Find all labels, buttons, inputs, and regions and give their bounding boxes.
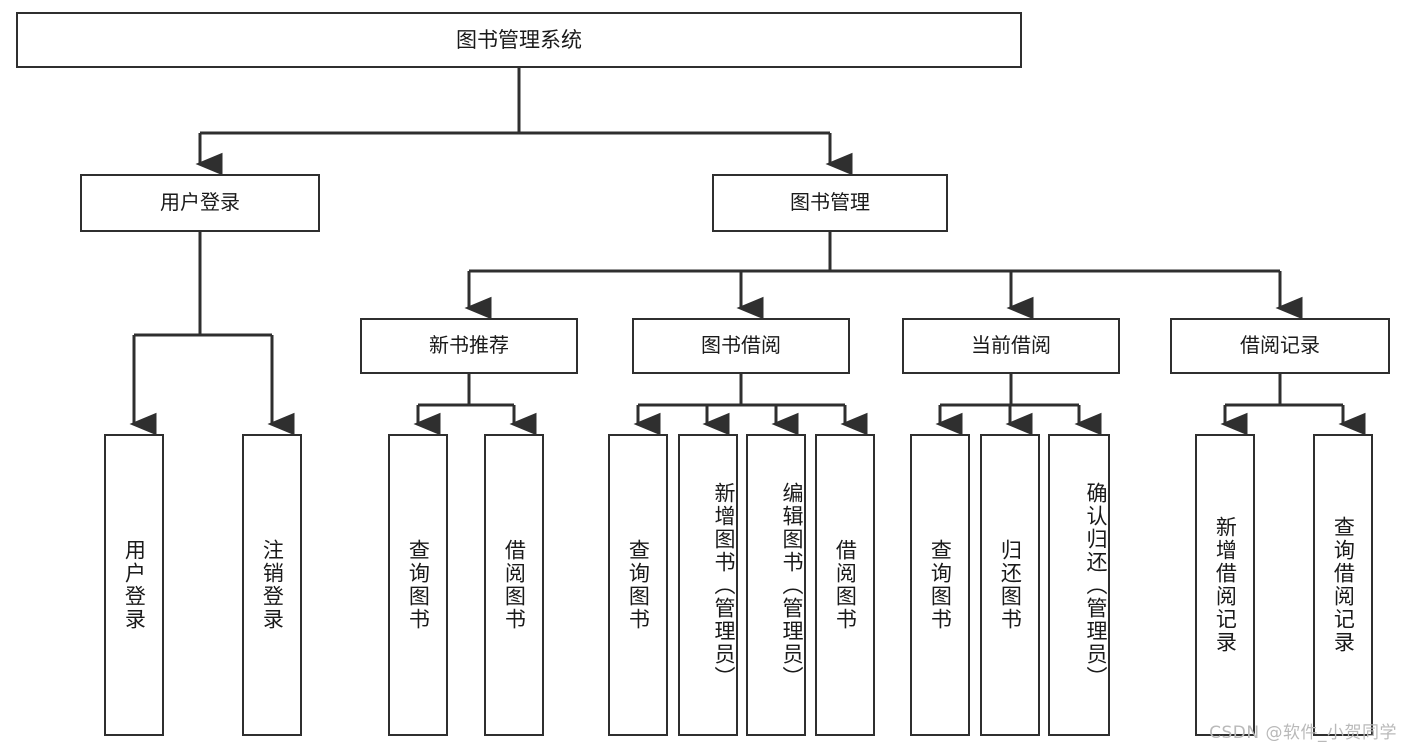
node-label: 确认归还（管理员） <box>1084 481 1108 689</box>
node-root-system[interactable]: 图书管理系统 <box>16 12 1022 68</box>
node-leaf-borrow-book[interactable]: 借阅图书 <box>815 434 875 736</box>
node-leaf-borrow-book-recommend[interactable]: 借阅图书 <box>484 434 544 736</box>
node-label: 新增图书（管理员） <box>712 481 736 689</box>
node-label: 借阅图书 <box>833 539 858 631</box>
node-book-borrow[interactable]: 图书借阅 <box>632 318 850 374</box>
node-label: 借阅记录 <box>1240 333 1320 358</box>
node-label: 归还图书 <box>998 539 1023 631</box>
node-leaf-edit-book-admin[interactable]: 编辑图书（管理员） <box>746 434 806 736</box>
node-leaf-query-book-recommend[interactable]: 查询图书 <box>388 434 448 736</box>
node-user-login[interactable]: 用户登录 <box>80 174 320 232</box>
node-leaf-user-logout[interactable]: 注销登录 <box>242 434 302 736</box>
node-label: 查询图书 <box>626 539 651 631</box>
node-label: 用户登录 <box>122 539 147 631</box>
node-borrow-record[interactable]: 借阅记录 <box>1170 318 1390 374</box>
node-label: 图书借阅 <box>701 333 781 358</box>
node-leaf-query-book-borrow[interactable]: 查询图书 <box>608 434 668 736</box>
node-label: 编辑图书（管理员） <box>780 481 804 689</box>
node-label: 当前借阅 <box>971 333 1051 358</box>
node-label: 新书推荐 <box>429 333 509 358</box>
node-leaf-user-login[interactable]: 用户登录 <box>104 434 164 736</box>
node-current-borrow[interactable]: 当前借阅 <box>902 318 1120 374</box>
node-leaf-confirm-return-admin[interactable]: 确认归还（管理员） <box>1048 434 1110 736</box>
node-new-book-recommend[interactable]: 新书推荐 <box>360 318 578 374</box>
node-label: 借阅图书 <box>502 539 527 631</box>
node-leaf-query-book-current[interactable]: 查询图书 <box>910 434 970 736</box>
node-label: 图书管理 <box>790 190 870 215</box>
node-label: 查询借阅记录 <box>1331 516 1356 654</box>
node-leaf-add-borrow-record[interactable]: 新增借阅记录 <box>1195 434 1255 736</box>
node-label: 注销登录 <box>260 539 285 631</box>
node-label: 用户登录 <box>160 190 240 215</box>
node-label: 查询图书 <box>928 539 953 631</box>
node-book-management[interactable]: 图书管理 <box>712 174 948 232</box>
node-leaf-query-borrow-record[interactable]: 查询借阅记录 <box>1313 434 1373 736</box>
node-label: 图书管理系统 <box>456 27 582 52</box>
node-label: 查询图书 <box>406 539 431 631</box>
node-leaf-add-book-admin[interactable]: 新增图书（管理员） <box>678 434 738 736</box>
node-leaf-return-book[interactable]: 归还图书 <box>980 434 1040 736</box>
node-label: 新增借阅记录 <box>1213 516 1238 654</box>
